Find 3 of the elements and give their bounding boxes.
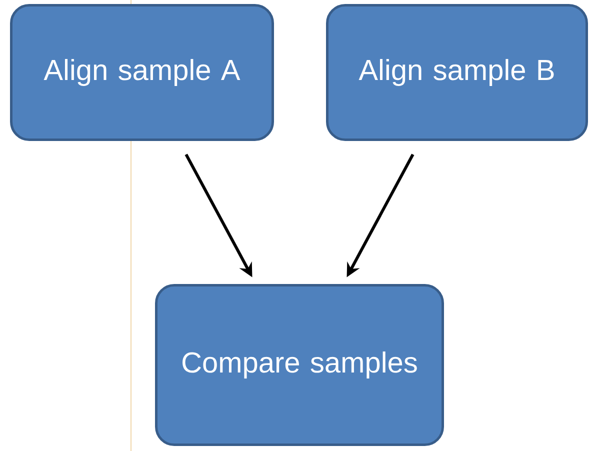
process-box: Align sample A [10,4,274,141]
process-box: Compare samples [155,284,444,446]
process-box: Align sample B [326,4,588,141]
